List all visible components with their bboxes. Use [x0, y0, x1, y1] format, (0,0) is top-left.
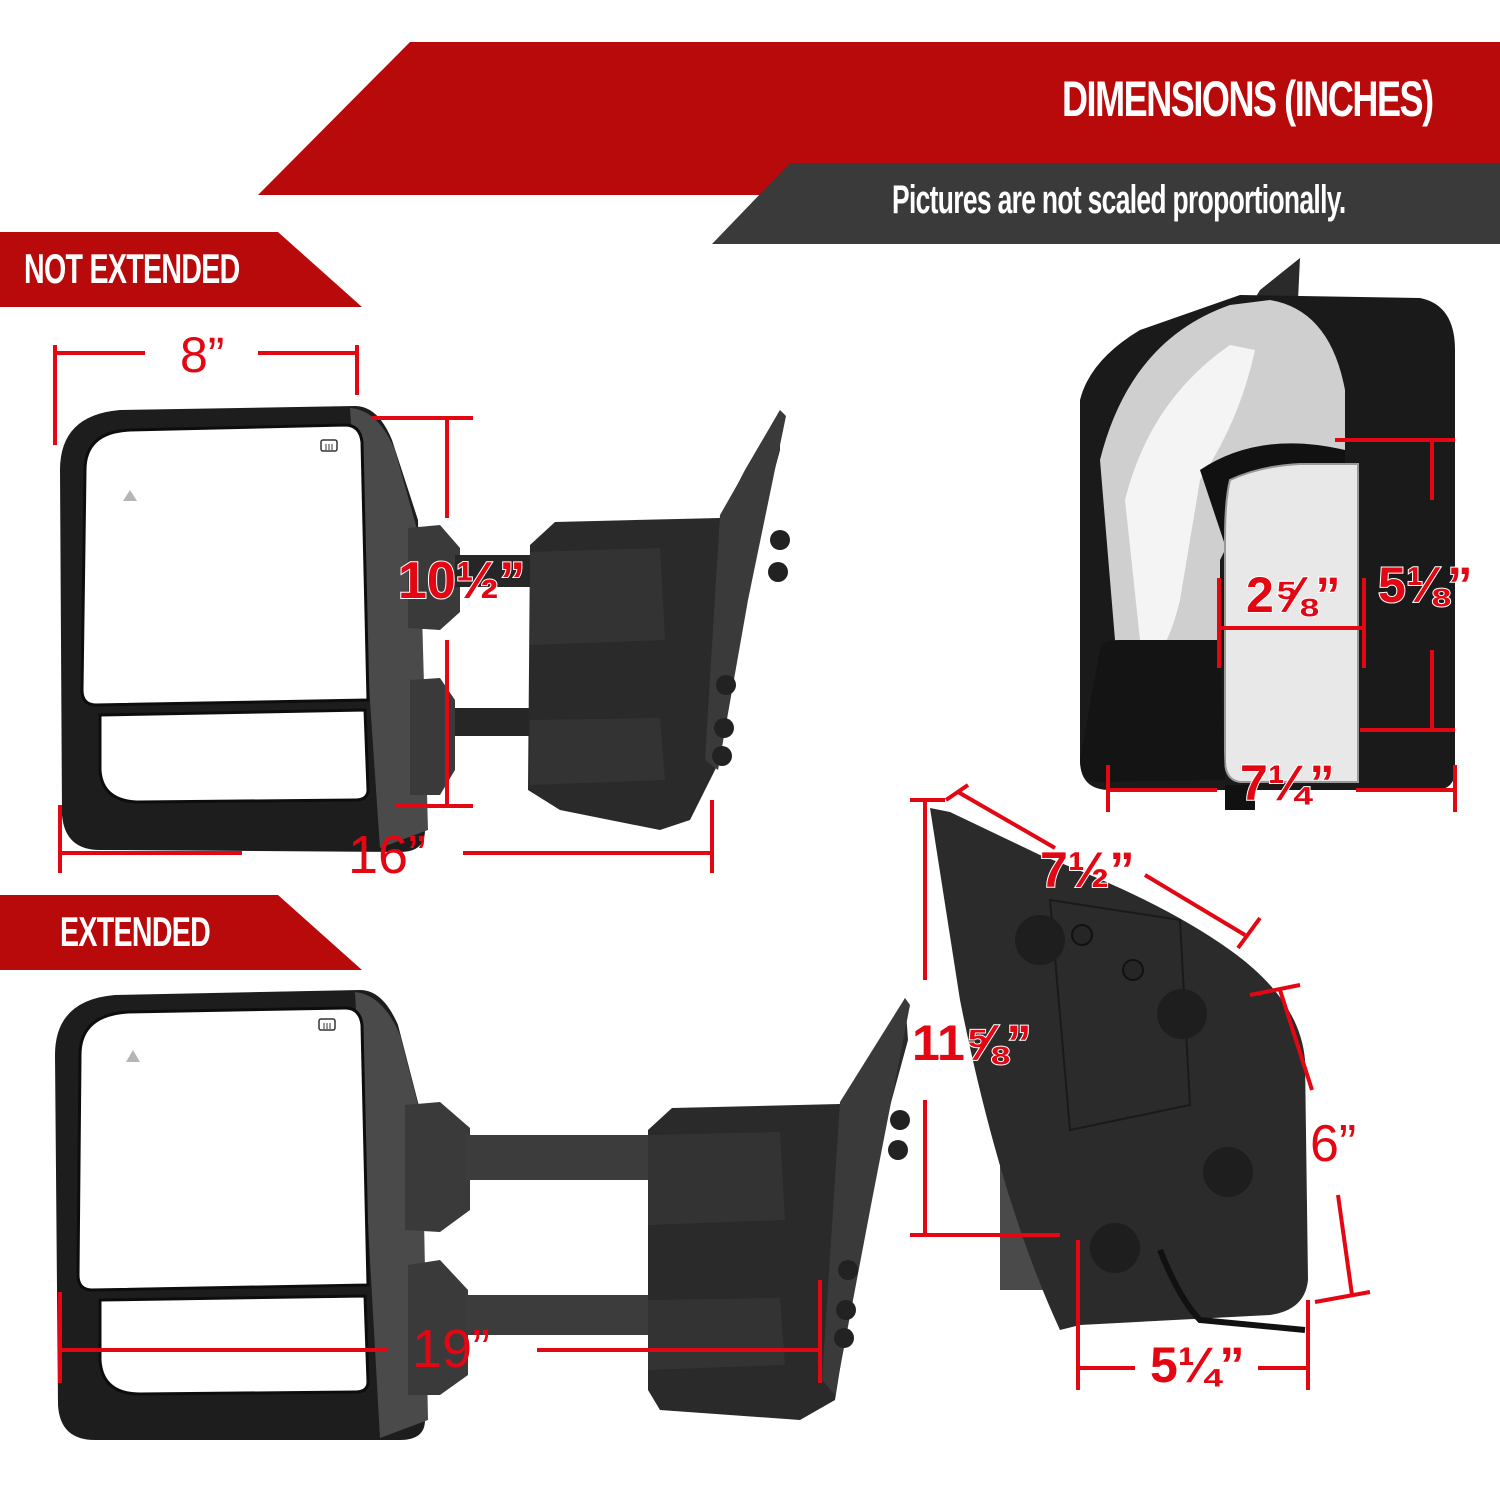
mount-stud [1157, 989, 1207, 1039]
mount-stud [1203, 1147, 1253, 1197]
header-title: DIMENSIONS (INCHES) [1062, 71, 1434, 127]
dim-rear-light-width: 2⅝” [1245, 567, 1342, 623]
dim-not-extended-height: 10½” [397, 552, 526, 610]
mirror-rear-view [1080, 258, 1455, 810]
heated-mirror-icon-extended [318, 1018, 336, 1031]
header-gray-banner [712, 163, 1500, 244]
dim-rear-light-height: 5⅛” [1377, 557, 1474, 613]
mount-stud [1015, 915, 1065, 965]
dim-base-height: 11⅝” [911, 1015, 1033, 1071]
dim-base-bottom-width: 5¼” [1149, 1337, 1246, 1393]
heated-mirror-icon [320, 439, 338, 452]
dim-not-extended-overall-width: 16” [348, 825, 427, 885]
mirror-base-view [930, 808, 1308, 1333]
section-label-not-extended: NOT EXTENDED [24, 245, 240, 292]
mirror-not-extended [60, 406, 790, 852]
dimension-lines [53, 345, 1457, 1390]
dim-base-top-edge: 7½” [1039, 842, 1136, 898]
not-extended-banner [0, 232, 362, 307]
blind-spot-warning-icon-extended [126, 1050, 140, 1062]
extended-banner [0, 895, 362, 970]
dim-extended-overall-width: 19” [412, 1319, 491, 1379]
dim-rear-overall-width: 7¼” [1239, 755, 1336, 811]
section-label-extended: EXTENDED [60, 908, 211, 955]
mount-stud [1090, 1223, 1140, 1273]
blind-spot-warning-icon [123, 490, 137, 501]
mirror-extended [55, 990, 910, 1440]
header-subtitle: Pictures are not scaled proportionally. [892, 178, 1346, 222]
dim-not-extended-glass-width: 8” [180, 327, 225, 383]
dim-base-side-edge: 6” [1310, 1115, 1357, 1173]
header-red-banner [258, 42, 1500, 195]
